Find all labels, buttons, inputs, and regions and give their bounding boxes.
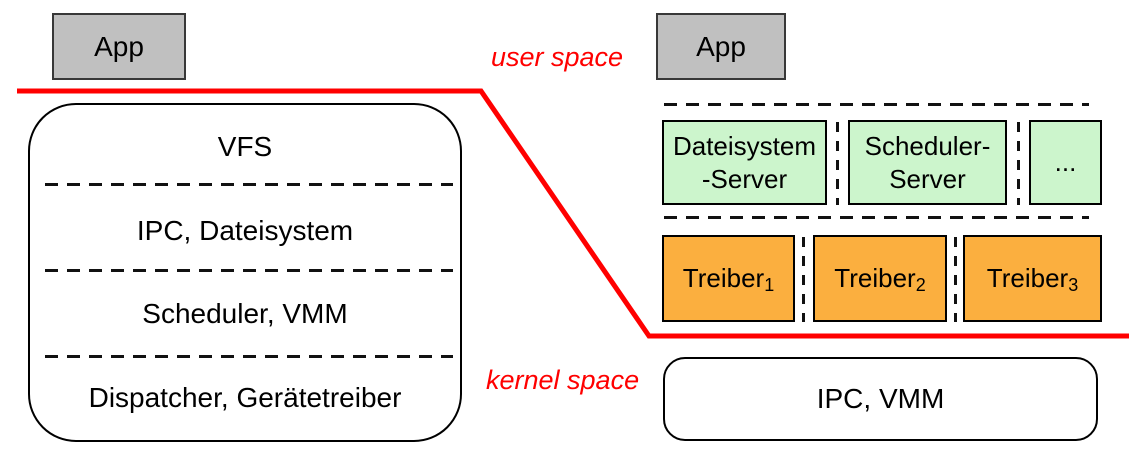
- server-label-line1: Dateisystem: [672, 131, 817, 161]
- monolithic-app-label: App: [94, 30, 144, 62]
- server-label-line1: ...: [1054, 147, 1077, 178]
- kernel-space-label: kernel space: [486, 365, 640, 395]
- microkernel-label: IPC, VMM: [816, 383, 945, 414]
- microkernel-app-box: App: [656, 13, 786, 80]
- kernel-section-label: IPC, Dateisystem: [136, 214, 354, 246]
- kernel-section-divider: [45, 183, 453, 186]
- kernel-section-vfs: VFS: [30, 105, 460, 189]
- driver-subscript: 1: [764, 275, 775, 295]
- driver-subscript: 2: [915, 275, 926, 295]
- kernel-section-label: Dispatcher, Gerätetreiber: [88, 382, 402, 414]
- kernel-section-divider: [45, 269, 453, 272]
- server-separator: [836, 122, 839, 205]
- driver-separator: [802, 237, 805, 322]
- kernel-section-dispatcher-geraetetreiber: Dispatcher, Gerätetreiber: [30, 356, 460, 440]
- driver-label: Treiber: [834, 263, 916, 293]
- server-label-line2: Server: [889, 163, 966, 194]
- driver-label: Treiber: [986, 263, 1069, 293]
- server-driver-divider: [664, 216, 1089, 219]
- kernel-section-ipc-dateisystem: IPC, Dateisystem: [30, 189, 460, 273]
- driver-subscript: 3: [1068, 275, 1079, 295]
- kernel-section-scheduler-vmm: Scheduler, VMM: [30, 273, 460, 357]
- kernel-section-label: Scheduler, VMM: [142, 298, 348, 330]
- microkernel-box: IPC, VMM: [663, 357, 1098, 441]
- server-box-ellipsis: ...: [1029, 120, 1102, 205]
- microkernel-app-label: App: [696, 30, 746, 62]
- server-label-line1: Scheduler-: [864, 131, 991, 161]
- driver-separator: [954, 237, 957, 322]
- app-server-divider: [664, 103, 1089, 106]
- server-separator: [1017, 122, 1020, 205]
- monolithic-kernel-box: VFS IPC, Dateisystem Scheduler, VMM Disp…: [28, 103, 462, 442]
- driver-label: Treiber: [682, 263, 765, 293]
- server-box-dateisystem: Dateisystem -Server: [662, 120, 827, 205]
- server-box-scheduler: Scheduler- Server: [848, 120, 1007, 205]
- monolithic-app-box: App: [52, 13, 186, 80]
- server-label-line2: -Server: [701, 163, 788, 194]
- kernel-section-divider: [45, 355, 453, 358]
- kernel-section-label: VFS: [217, 130, 273, 162]
- user-space-label: user space: [491, 42, 624, 72]
